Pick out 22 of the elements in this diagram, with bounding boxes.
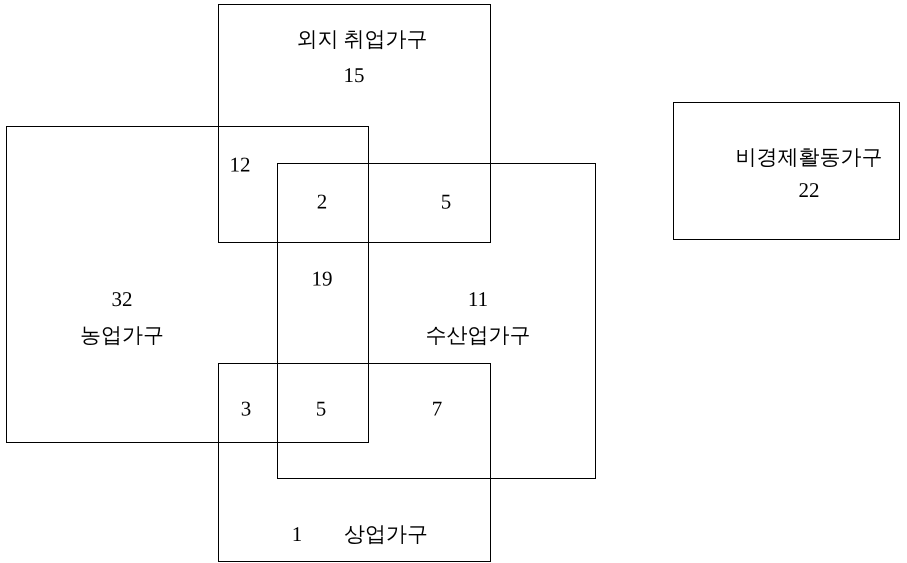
set-rectangle <box>6 126 369 443</box>
set-value: 상업가구 <box>344 524 428 545</box>
count-label: 3 <box>240 398 252 420</box>
set-value: 농업가구 <box>80 325 164 346</box>
set-title: 비경제활동가구 <box>736 147 882 168</box>
count-label: 7 <box>432 398 442 420</box>
set-value: 15 <box>344 65 364 86</box>
set-value: 수산업가구 <box>426 325 530 346</box>
set-rectangle <box>673 102 900 240</box>
set-rectangle <box>218 363 491 562</box>
count-label: 5 <box>440 192 452 212</box>
set-title: 32 <box>112 289 132 310</box>
count-label: 5 <box>316 398 326 420</box>
set-title: 11 <box>468 289 488 310</box>
set-rectangle <box>218 4 491 243</box>
set-title: 1 <box>292 524 302 545</box>
set-title: 외지 취업가구 <box>296 29 428 50</box>
set-rectangle <box>277 163 596 479</box>
count-label: 2 <box>316 192 328 212</box>
set-value: 22 <box>798 180 820 201</box>
count-label: 12 <box>230 154 250 176</box>
count-label: 19 <box>312 268 332 290</box>
